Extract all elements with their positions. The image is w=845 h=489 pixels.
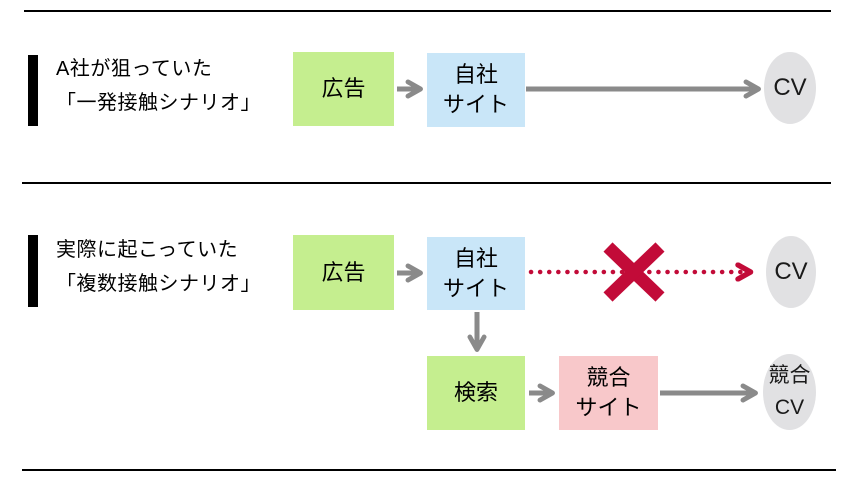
- section1-heading: A社が狙っていた 「一発接触シナリオ」: [56, 58, 261, 114]
- node-own-site-2: 自社 サイト: [427, 237, 525, 310]
- divider-bottom: [22, 469, 836, 471]
- node-cv-1: CV: [764, 52, 816, 124]
- divider-middle: [22, 182, 831, 184]
- node-competitor-site: 競合 サイト: [559, 356, 658, 430]
- node-cv-2: CV: [766, 236, 816, 308]
- node-competitor-cv: 競合 CV: [763, 354, 816, 430]
- section2-heading: 実際に起こっていた 「複数接触シナリオ」: [56, 239, 261, 295]
- blocked-x-icon: [603, 242, 665, 302]
- node-search: 検索: [427, 356, 525, 430]
- section2-accent-bar: [28, 235, 38, 307]
- divider-top: [24, 10, 831, 12]
- node-ad-2: 広告: [293, 235, 394, 310]
- node-ad-1: 広告: [293, 52, 394, 126]
- section1-accent-bar: [28, 55, 38, 126]
- node-own-site-1: 自社 サイト: [427, 53, 525, 127]
